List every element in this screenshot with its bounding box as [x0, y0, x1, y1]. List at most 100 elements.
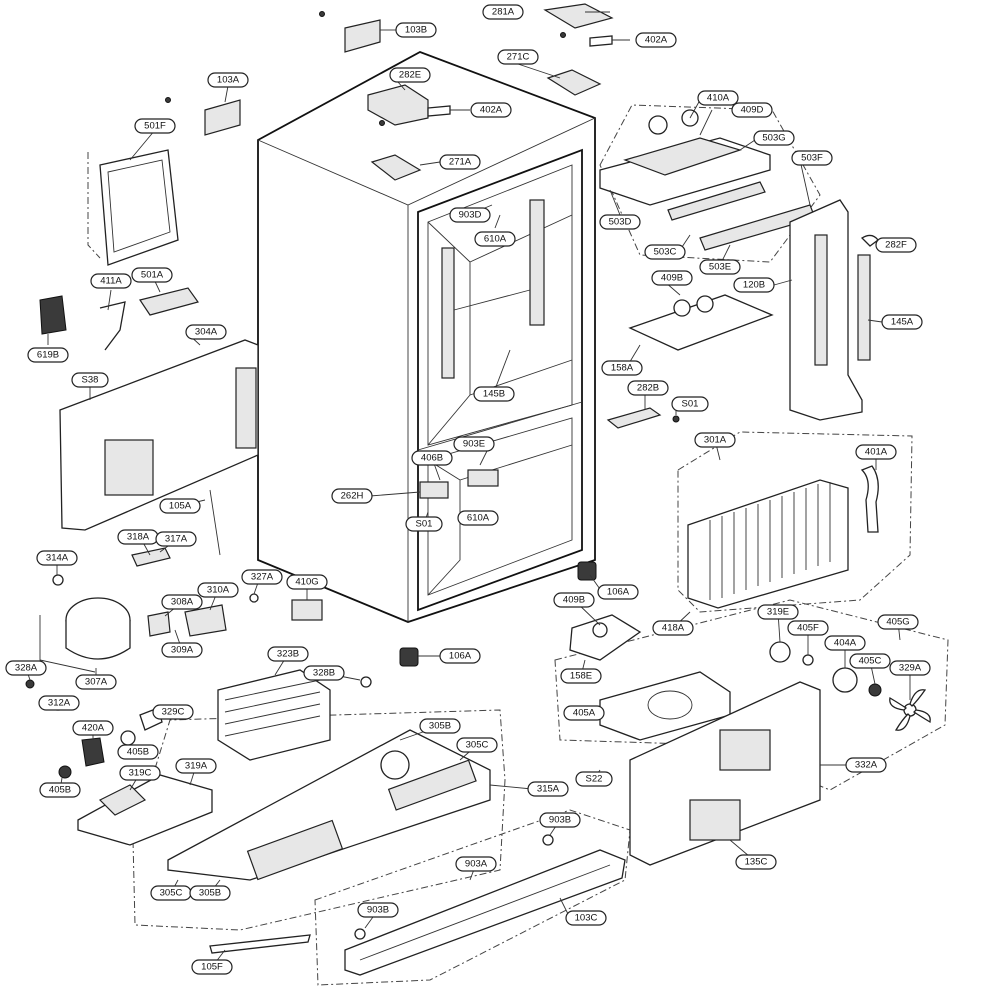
- callout-label: 410G: [295, 577, 318, 588]
- callout-402A-top: 402A: [635, 32, 677, 48]
- cover-135C: [689, 799, 741, 841]
- grommet-328A: [25, 679, 35, 689]
- boundary-evaporator: [677, 431, 913, 613]
- callout-158E: 158E: [560, 668, 602, 684]
- hinge-cover-103A: [204, 99, 241, 136]
- screw-icon: [319, 11, 325, 17]
- fan-blade-329A: [889, 689, 931, 731]
- callout-label: 105A: [169, 501, 192, 512]
- callout-label: 501A: [141, 270, 164, 281]
- callout-903B: 903B: [357, 902, 399, 918]
- hinge-282B: [606, 407, 662, 429]
- motor-319E: [769, 641, 791, 663]
- callout-103B: 103B: [395, 22, 437, 38]
- callout-307A: 307A: [75, 674, 117, 690]
- bushing-405F: [802, 654, 814, 666]
- callout-label: 319C: [129, 768, 152, 779]
- callout-281A: 281A: [482, 4, 524, 20]
- drawer-trim: [344, 834, 626, 976]
- lamp-409B-lower: [592, 622, 608, 638]
- callout-label: 328A: [15, 663, 38, 674]
- callout-label: 312A: [48, 698, 71, 709]
- boundary-fan-assembly: [554, 599, 949, 791]
- callout-label: 307A: [85, 677, 108, 688]
- callout-305B: 305B: [419, 718, 461, 734]
- callout-282F: 282F: [875, 237, 917, 253]
- fan-shroud-ring: [647, 690, 693, 720]
- callout-501F: 501F: [134, 118, 176, 134]
- shelf-support: [453, 289, 531, 311]
- main-pcb-cover-304A: [59, 339, 259, 531]
- nut-405B: [58, 765, 72, 779]
- screw-icon: [165, 97, 171, 103]
- bracket-319C: [98, 784, 147, 816]
- callout-318A: 318A: [117, 529, 159, 545]
- screw-icon: [379, 120, 385, 126]
- callout-282E: 282E: [389, 67, 431, 83]
- callout-S38: S38: [71, 372, 109, 388]
- light-assembly: [599, 109, 816, 351]
- callout-label: 409B: [661, 273, 683, 284]
- fan-motor-420A: [81, 737, 105, 767]
- evaporator-301A: [687, 479, 849, 609]
- callout-label: 903D: [459, 210, 482, 221]
- callout-409D: 409D: [731, 102, 773, 118]
- callout-262H: 262H: [331, 488, 373, 504]
- grommet-327A: [249, 593, 259, 603]
- callout-label: 328B: [313, 668, 335, 679]
- callout-label: 402A: [645, 35, 668, 46]
- callout-317A: 317A: [155, 531, 197, 547]
- callout-label: 404A: [834, 638, 857, 649]
- right-parts: [399, 199, 879, 667]
- callout-329C: 329C: [152, 704, 194, 720]
- hinge-cover-281A: [543, 3, 614, 29]
- panel-recess: [719, 729, 771, 771]
- callout-label: 323B: [277, 649, 299, 660]
- callout-label: 405C: [859, 656, 882, 667]
- callout-402A: 402A: [470, 102, 512, 118]
- callout-label: 329A: [899, 663, 922, 674]
- rear-panel-332A: [629, 681, 821, 866]
- callout-label: 305C: [160, 888, 183, 899]
- callout-label: 402A: [480, 105, 503, 116]
- callout-312A: 312A: [38, 695, 80, 711]
- callout-label: 304A: [195, 327, 218, 338]
- boundary-light-assembly: [599, 104, 821, 263]
- callout-120B: 120B: [733, 277, 775, 293]
- callout-310A: 310A: [197, 582, 239, 598]
- callout-label: 503E: [709, 262, 731, 273]
- callout-158A: 158A: [601, 360, 643, 376]
- lamp-409B-2: [696, 295, 714, 313]
- callout-405F: 405F: [787, 620, 829, 636]
- callout-106A: 106A: [439, 648, 481, 664]
- cabinet: [257, 51, 596, 623]
- callout-label: 411A: [100, 276, 122, 287]
- hinge-cover-103B: [344, 19, 381, 53]
- callout-305B-bot: 305B: [189, 885, 231, 901]
- callout-501A: 501A: [131, 267, 173, 283]
- callout-301A: 301A: [694, 432, 736, 448]
- callout-label: S22: [586, 774, 603, 785]
- grommet-314A: [52, 574, 64, 586]
- callout-label: 158A: [611, 363, 634, 374]
- callout-label: 317A: [165, 534, 188, 545]
- top-parts: [165, 3, 614, 181]
- callout-label: 610A: [467, 513, 490, 524]
- duct-slot: [814, 234, 828, 366]
- machine-cover-305B: [167, 729, 491, 881]
- screw-icon: [560, 32, 566, 38]
- callout-label: 332A: [855, 760, 878, 771]
- callout-label: S01: [416, 519, 433, 530]
- callout-S01: S01: [405, 516, 443, 532]
- callout-405G: 405G: [877, 614, 919, 630]
- callout-label: 619B: [37, 350, 59, 361]
- overload-308A: [147, 611, 171, 637]
- callout-332A: 332A: [845, 757, 887, 773]
- callout-S01-right: S01: [671, 396, 709, 412]
- callout-503G: 503G: [753, 130, 795, 146]
- callout-319A: 319A: [175, 758, 217, 774]
- callout-label: 305B: [199, 888, 221, 899]
- boundary-drawer-trim: [314, 809, 631, 986]
- callout-409B-top: 409B: [651, 270, 693, 286]
